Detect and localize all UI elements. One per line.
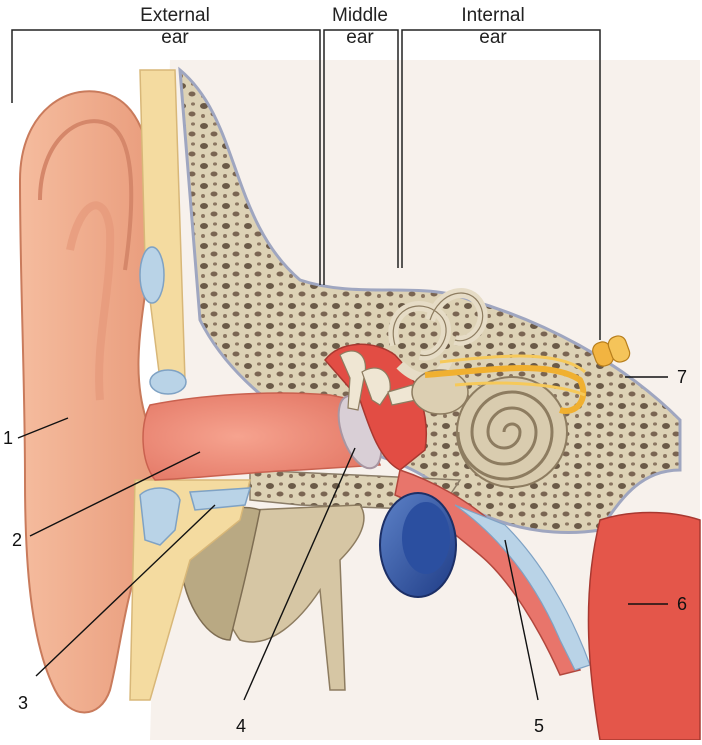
cartilage-island-2 (150, 370, 186, 394)
internal-carotid-muscle (588, 513, 700, 741)
external-ear-line1: External (120, 5, 230, 27)
callout-label-5: 5 (534, 716, 544, 737)
cochlea (457, 377, 567, 487)
external-ear-heading: External ear (120, 5, 230, 49)
callout-label-2: 2 (12, 530, 22, 551)
middle-ear-line2: ear (310, 27, 410, 49)
internal-ear-heading: Internal ear (438, 5, 548, 49)
cartilage-island-1 (140, 247, 164, 303)
internal-ear-line1: Internal (438, 5, 548, 27)
external-ear-line2: ear (120, 27, 230, 49)
callout-label-1: 1 (3, 428, 13, 449)
callout-label-4: 4 (236, 716, 246, 737)
jugular-vein-lumen (402, 502, 450, 574)
callout-label-6: 6 (677, 594, 687, 615)
internal-ear-line2: ear (438, 27, 548, 49)
callout-label-3: 3 (18, 693, 28, 714)
middle-ear-heading: Middle ear (310, 5, 410, 49)
callout-label-7: 7 (677, 367, 687, 388)
middle-ear-line1: Middle (310, 5, 410, 27)
